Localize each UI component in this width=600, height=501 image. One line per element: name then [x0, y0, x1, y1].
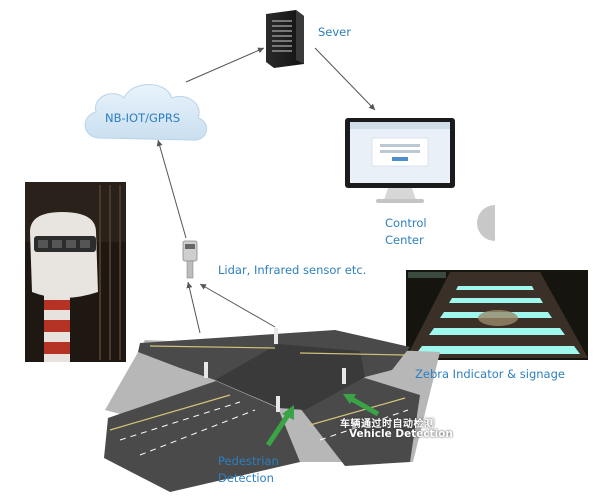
arrow-sensor-to-cloud	[156, 139, 187, 239]
network-label: NB-IOT/GPRS	[105, 111, 181, 125]
intersection-road	[104, 328, 440, 492]
vehicle-cn-label: 车辆通过时自动检测	[340, 419, 435, 430]
vehicle-label: Vehicle Detection	[349, 428, 453, 440]
pedestrian-arrow	[265, 405, 294, 447]
arrow-pole-to-sensor	[199, 283, 276, 328]
pedestrian-label: Pedestrian Detection	[218, 454, 279, 485]
arrow-server-to-control	[314, 47, 376, 111]
side-circle	[477, 205, 495, 241]
arrow-intersection-to-sensor	[186, 281, 201, 334]
server-label: Sever	[318, 25, 351, 39]
control-center-label: Control Center	[385, 216, 427, 247]
monitor-icon	[345, 118, 455, 203]
zebra-label: Zebra Indicator & signage	[415, 367, 565, 381]
sensor-label: Lidar, Infrared sensor etc.	[218, 263, 367, 277]
zebra-photo	[406, 270, 588, 360]
server-icon	[266, 10, 304, 68]
vehicle-arrow	[343, 394, 380, 417]
sensor-icon	[182, 240, 198, 279]
arrow-cloud-to-server	[185, 47, 265, 83]
lidar-photo	[25, 182, 126, 362]
cloud-icon	[84, 84, 207, 141]
